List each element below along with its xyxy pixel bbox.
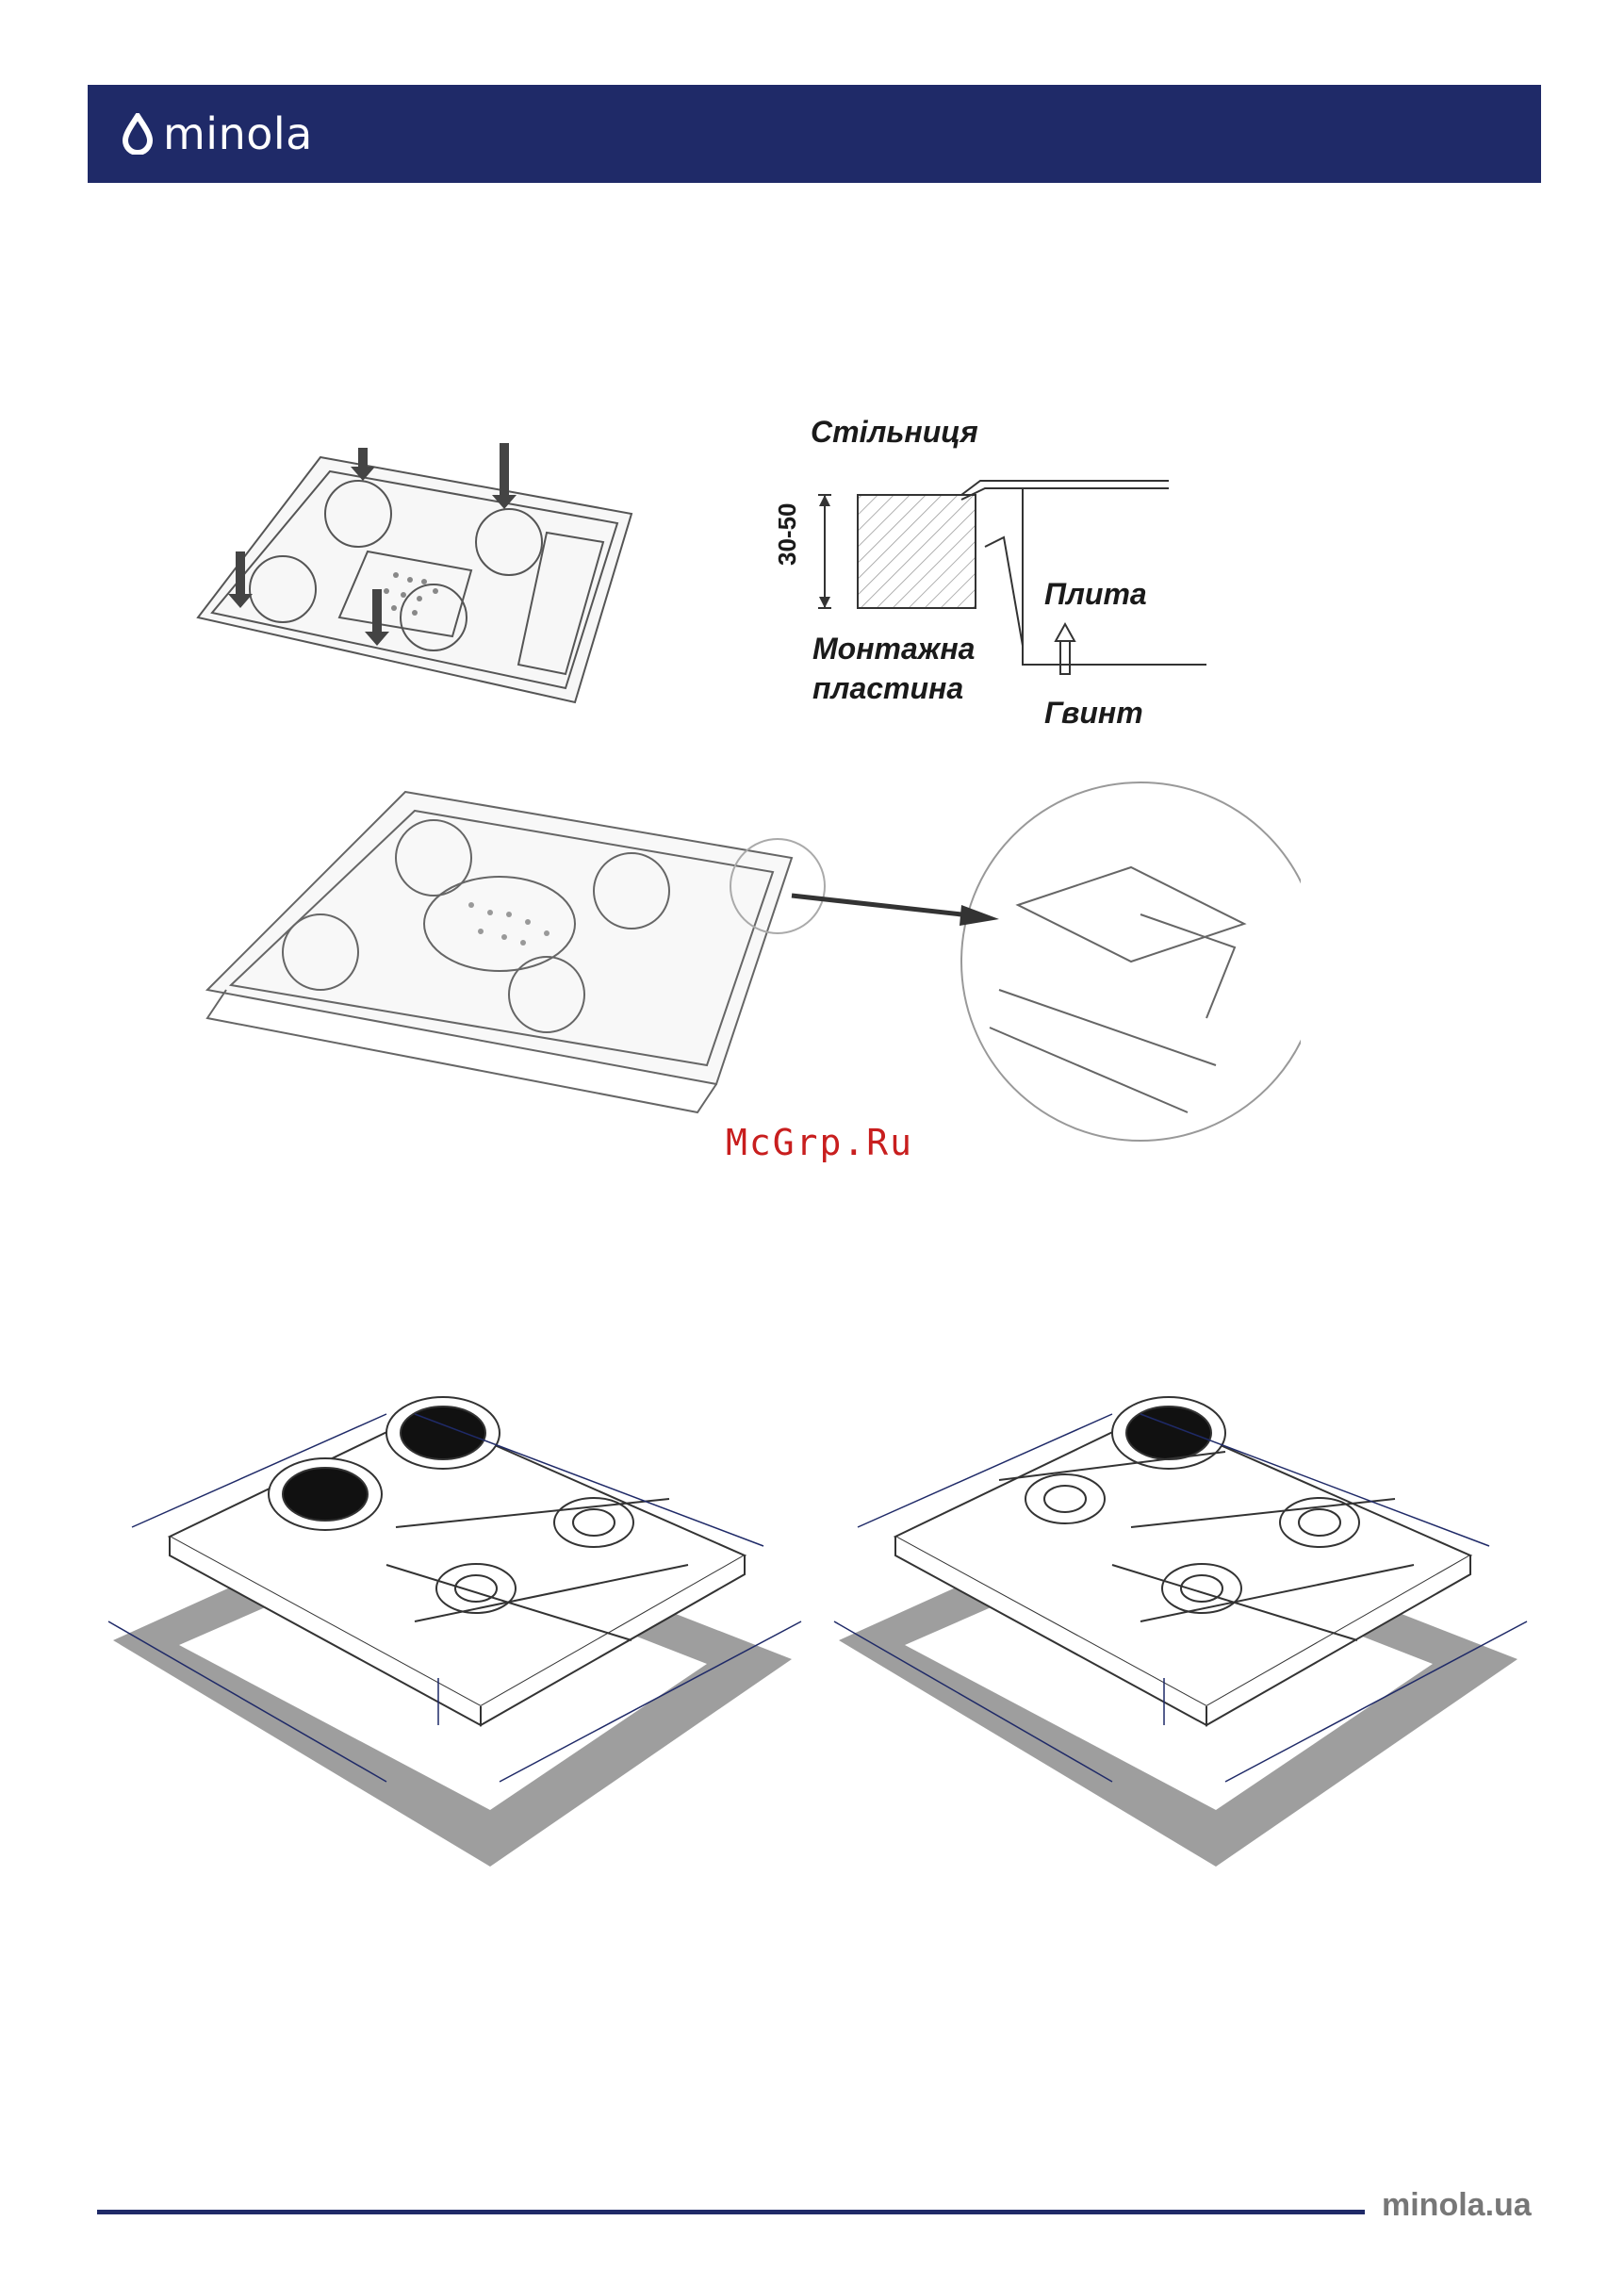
brand-name: minola	[163, 108, 313, 159]
hob-installation-right	[829, 1339, 1546, 1885]
hob-installation-left	[104, 1339, 820, 1885]
watermark: McGrp.Ru	[726, 1122, 913, 1163]
drop-icon	[122, 113, 154, 155]
header-bar: minola	[88, 85, 1541, 183]
label-screw: Гвинт	[1044, 696, 1143, 731]
countertop-section-figure	[782, 462, 1235, 707]
hob-underside-figure	[189, 429, 641, 712]
hob-clamp-figure	[189, 773, 1301, 1160]
brand-logo: minola	[122, 106, 313, 162]
label-dimension: 30-50	[773, 503, 802, 567]
label-mounting-plate-line1: Монтажна	[812, 632, 975, 666]
label-hob: Плита	[1044, 577, 1147, 612]
footer-website: minola.ua	[1382, 2187, 1532, 2224]
label-countertop: Стільниця	[811, 415, 978, 450]
label-mounting-plate-line2: пластина	[812, 671, 963, 706]
footer-divider	[97, 2210, 1365, 2214]
